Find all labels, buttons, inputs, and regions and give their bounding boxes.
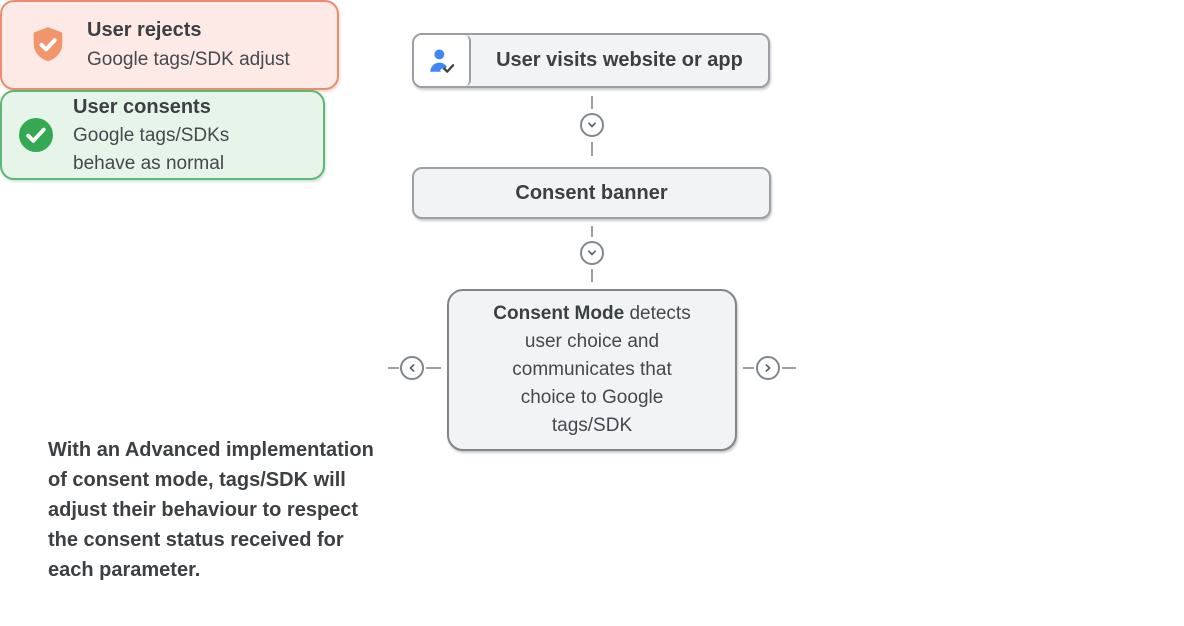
person-check-icon: [414, 35, 471, 86]
advanced-note-line: of consent mode, tags/SDK will: [48, 469, 346, 491]
node-user-consents-subtitle-line: behave as normal: [73, 152, 225, 174]
node-user-consents-text: User consents Google tags/SDKs behave as…: [73, 93, 229, 178]
chevron-left-icon: [409, 364, 415, 372]
advanced-note-line: adjust their behaviour to respect: [48, 499, 359, 521]
node-user-rejects-text: User rejects Google tags/SDK adjust: [87, 16, 290, 74]
connector-line: [591, 226, 593, 237]
chevron-right-circle: [756, 356, 780, 380]
advanced-note: With an Advanced implementation of conse…: [48, 435, 448, 585]
chevron-down-icon: [588, 250, 596, 256]
consent-mode-line: user choice and: [524, 331, 660, 352]
consent-mode-line: Consent Mode detects: [493, 303, 691, 324]
node-user-rejects-title: User rejects: [87, 19, 202, 41]
chevron-left-circle: [400, 356, 424, 380]
connector-line: [782, 367, 796, 369]
connector-line: [591, 269, 593, 282]
node-user-rejects: User rejects Google tags/SDK adjust: [0, 0, 339, 90]
advanced-note-line: each parameter.: [48, 559, 201, 581]
shield-check-icon: [33, 27, 63, 62]
consent-mode-line: tags/SDK: [551, 415, 633, 436]
connector-line: [743, 367, 754, 369]
node-consent-banner-label: Consent banner: [515, 181, 668, 204]
connector-line: [591, 142, 593, 156]
node-user-visits-label: User visits website or app: [496, 49, 743, 71]
node-consent-mode: Consent Mode detects user choice and com…: [447, 289, 737, 451]
connector-line: [426, 367, 441, 369]
chevron-down-circle: [580, 241, 604, 265]
connector-line: [388, 367, 399, 369]
node-user-consents-subtitle-line: Google tags/SDKs: [73, 124, 230, 146]
node-user-rejects-subtitle: Google tags/SDK adjust: [87, 49, 290, 70]
chevron-right-icon: [765, 364, 771, 372]
connector-line: [591, 96, 593, 109]
chevron-down-circle: [580, 113, 604, 137]
node-user-visits: User visits website or app: [412, 33, 770, 88]
node-consent-banner: Consent banner: [412, 167, 771, 219]
advanced-note-line: With an Advanced implementation: [48, 439, 374, 461]
advanced-note-line: the consent status received for: [48, 529, 344, 551]
node-user-consents: User consents Google tags/SDKs behave as…: [0, 90, 325, 180]
node-user-consents-title: User consents: [73, 95, 211, 118]
check-circle-icon: [19, 118, 53, 152]
consent-mode-line: communicates that: [512, 359, 672, 380]
consent-mode-line: choice to Google: [520, 387, 664, 408]
chevron-down-icon: [588, 122, 596, 128]
